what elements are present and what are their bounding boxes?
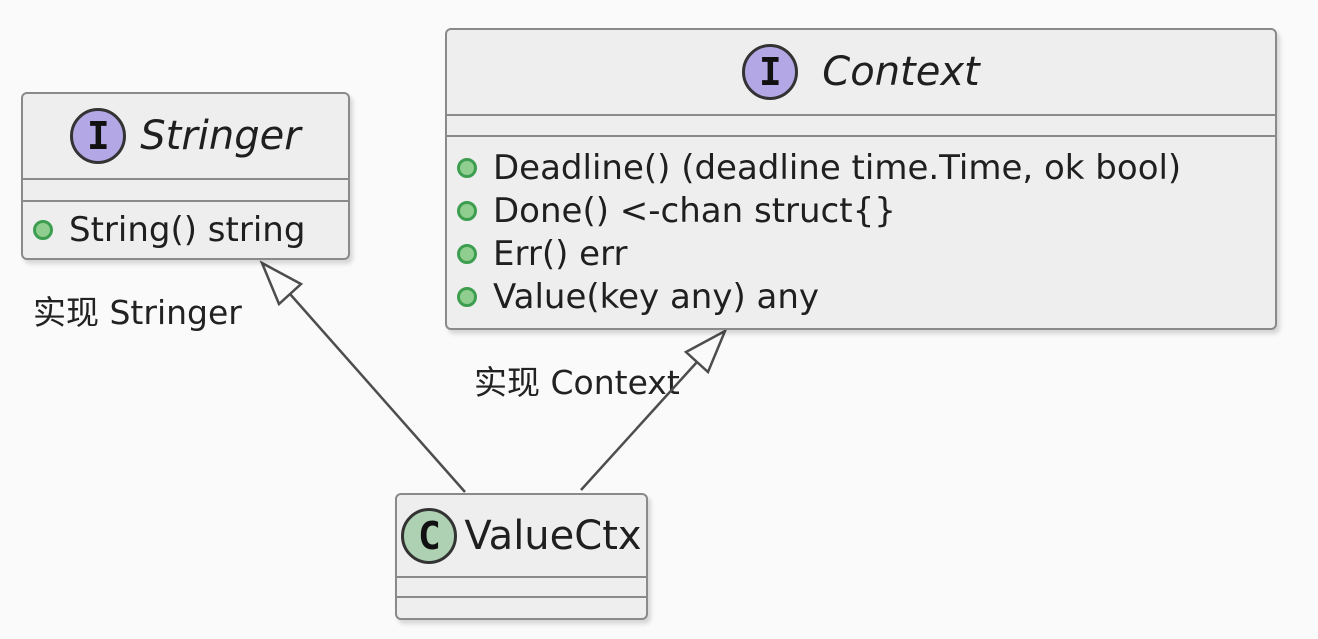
- method-signature: Err() err: [493, 234, 628, 274]
- section-divider: [23, 200, 348, 202]
- public-method-icon: [457, 201, 477, 221]
- public-method-icon: [33, 220, 53, 240]
- methods-section: String() string: [23, 202, 348, 258]
- method-signature: Deadline() (deadline time.Time, ok bool): [493, 148, 1182, 188]
- hollow-arrowhead-context-icon: [683, 328, 728, 375]
- section-divider: [447, 135, 1275, 137]
- section-divider: [447, 114, 1275, 116]
- interface-box-stringer: I Stringer String() string: [21, 92, 350, 260]
- interface-title-stringer: Stringer: [140, 113, 301, 159]
- stringer-header: I Stringer: [23, 94, 348, 178]
- edge-line-context: [580, 361, 698, 491]
- method-signature: String() string: [69, 210, 306, 250]
- methods-section: Deadline() (deadline time.Time, ok bool)…: [447, 137, 1275, 328]
- fields-section-empty: [447, 116, 1275, 135]
- method-row: String() string: [33, 209, 348, 252]
- edge-label-implements-stringer: 实现 Stringer: [33, 293, 242, 332]
- public-method-icon: [457, 287, 477, 307]
- public-method-icon: [457, 158, 477, 178]
- section-divider: [23, 178, 348, 180]
- realization-edge-valuectx-context: [580, 328, 728, 491]
- section-divider: [397, 596, 646, 598]
- fields-section-empty: [23, 180, 348, 200]
- fields-section-empty: [397, 578, 646, 596]
- method-row: Err() err: [457, 233, 1275, 276]
- class-stereotype-icon: C: [401, 507, 458, 564]
- realization-edge-valuectx-stringer: [259, 260, 466, 493]
- method-row: Deadline() (deadline time.Time, ok bool): [457, 147, 1275, 190]
- interface-stereotype-icon: I: [70, 108, 127, 164]
- methods-section-empty: [397, 598, 646, 618]
- method-row: Value(key any) any: [457, 276, 1275, 319]
- method-signature: Done() <-chan struct{}: [493, 191, 896, 231]
- section-divider: [397, 576, 646, 578]
- context-header: I Context: [447, 30, 1275, 114]
- class-box-valuectx: C ValueCtx: [395, 493, 648, 620]
- edge-line-stringer: [289, 293, 466, 493]
- edge-label-implements-context: 实现 Context: [474, 363, 680, 402]
- valuectx-header: C ValueCtx: [397, 495, 646, 576]
- interface-stereotype-icon: I: [742, 44, 799, 100]
- class-title-valuectx: ValueCtx: [464, 512, 642, 559]
- method-signature: Value(key any) any: [493, 277, 820, 317]
- method-row: Done() <-chan struct{}: [457, 190, 1275, 233]
- interface-box-context: I Context Deadline() (deadline time.Time…: [445, 28, 1277, 330]
- interface-title-context: Context: [822, 49, 980, 95]
- hollow-arrowhead-stringer-icon: [259, 260, 304, 307]
- public-method-icon: [457, 244, 477, 264]
